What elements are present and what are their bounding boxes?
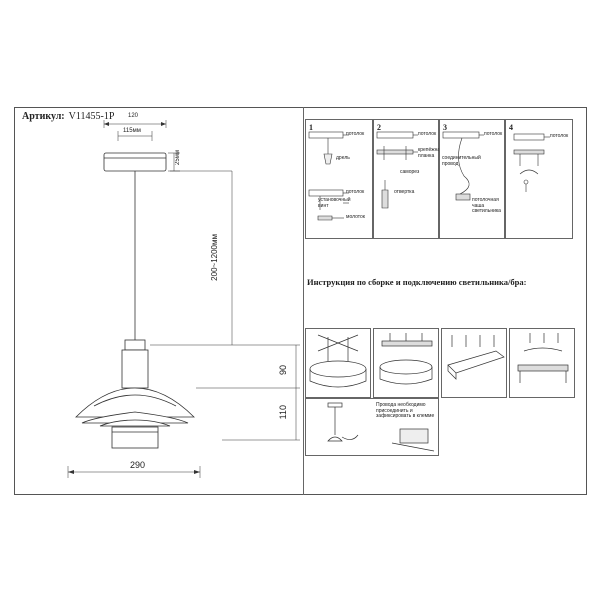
install-panel-3 [441, 328, 507, 398]
dim-canopy-height: 25мм [175, 150, 181, 165]
dim-upper-height: 90 [278, 365, 288, 376]
step-1-label-ceiling: потолок [346, 131, 365, 137]
dim-canopy-inner: 115мм [123, 128, 141, 134]
step-2-label-screwdriver: отвертка [394, 189, 415, 195]
step-1-drill-illustration [308, 131, 349, 221]
step-3-wiring-illustration [442, 131, 484, 201]
step-3-label-cup: потолочная чаша светильника [472, 197, 501, 214]
step-2-label-screw: саморез [400, 169, 420, 175]
sheet-divider [303, 107, 304, 495]
step-2-label-plate: крепёжная планка [418, 147, 443, 159]
dim-cable-length: 200~1200мм [210, 234, 219, 281]
step-1-number: 1 [309, 123, 313, 132]
pendant-wiring-illustration [327, 402, 435, 452]
install-panel-1 [305, 328, 371, 398]
step-1b-label-ceiling: потолок [346, 189, 365, 195]
article-code: V11455-1P [68, 111, 115, 122]
install-panel-5: Провода необходимо присоединить и зафикс… [305, 398, 439, 456]
article-label: Артикул:V11455-1P [22, 111, 114, 122]
step-1-label-drill: дрель [336, 155, 350, 161]
step-4-panel: 4 потолок [505, 119, 573, 239]
step-4-number: 4 [509, 123, 513, 132]
step-4-assembly-illustration [513, 133, 550, 192]
install-panel-4 [509, 328, 575, 398]
dim-canopy-width: 120 [128, 113, 139, 119]
dim-lower-height: 110 [278, 405, 288, 420]
step-3-number: 3 [443, 123, 447, 132]
step-1-panel: 1 потолок дрель потолок установочный вин… [305, 119, 373, 239]
step-3-label-ceiling: потолок [484, 131, 503, 137]
step-3-label-wire: соединительный провод [442, 155, 481, 167]
round-fixture-illustration [309, 334, 367, 388]
step-2-number: 2 [377, 123, 381, 132]
round-fixture-plate-illustration [379, 333, 433, 385]
instructions-title: Инструкция по сборке и подключению свети… [307, 277, 527, 287]
step-1b-label-screw: установочный винт [318, 197, 351, 209]
dim-shade-width: 290 [130, 460, 146, 470]
step-3-panel: 3 потолок соединительный провод потолочн… [439, 119, 505, 239]
step-4-label-ceiling: потолок [550, 133, 569, 139]
linear-fixture-illustration [447, 335, 505, 380]
canopy-wiring-illustration [517, 333, 569, 383]
step-2-mounting-illustration [376, 131, 418, 209]
install-panel-2 [373, 328, 439, 398]
step-2-label-ceiling: потолок [418, 131, 437, 137]
step-2-panel: 2 потолок крепёжная планка саморез отвер… [373, 119, 443, 239]
step-1b-label-hammer: молоток [346, 214, 365, 220]
article-label-text: Артикул: [22, 111, 65, 122]
wire-note: Провода необходимо присоединить и зафикс… [376, 402, 435, 419]
